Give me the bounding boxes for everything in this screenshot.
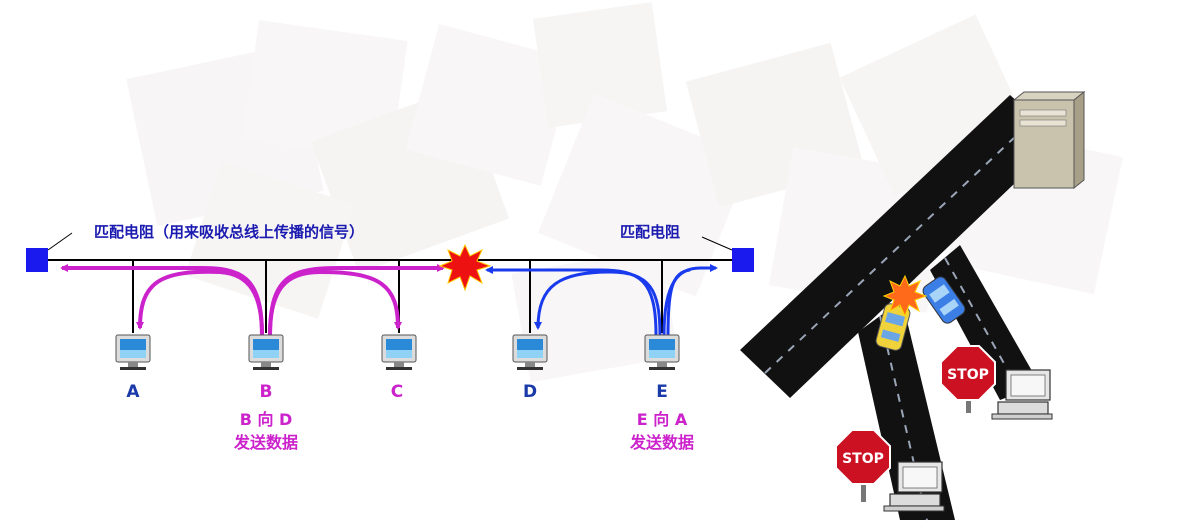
computer-icon xyxy=(644,334,680,371)
station-label-d: D xyxy=(523,382,537,402)
label-leader xyxy=(47,232,73,251)
road-analogy: STOP STOP xyxy=(740,90,1086,521)
car-icon xyxy=(922,276,966,324)
terminator-icon xyxy=(26,248,48,272)
road-dashes xyxy=(764,117,1036,521)
terminator-icon xyxy=(732,248,754,272)
caption-b-line1: B 向 D xyxy=(240,410,293,429)
collision-burst-icon xyxy=(438,243,492,292)
station-label-c: C xyxy=(391,382,403,402)
left-terminator-label: 匹配电阻（用来吸收总线上传播的信号） xyxy=(94,223,364,241)
caption-e-line1: E 向 A xyxy=(637,410,688,429)
station-label-a: A xyxy=(126,382,140,402)
caption-b-line2: 发送数据 xyxy=(233,433,298,452)
stop-sign-text: STOP xyxy=(842,451,884,467)
stop-sign-icon: STOP xyxy=(835,429,891,502)
caption-e-line2: 发送数据 xyxy=(629,433,694,452)
background-pattern xyxy=(126,2,1123,383)
server-icon xyxy=(1012,90,1086,190)
computer-icon xyxy=(248,334,284,371)
stop-sign-icon: STOP xyxy=(940,345,996,413)
label-leader xyxy=(701,236,733,251)
road-branch-right xyxy=(930,245,1040,400)
car-icon xyxy=(875,303,911,351)
computer-icon xyxy=(115,334,151,371)
signal-from-b xyxy=(60,264,445,336)
station-label-b: B xyxy=(260,382,273,402)
bus-network: 匹配电阻（用来吸收总线上传播的信号） 匹配电阻 A xyxy=(26,223,754,452)
computer-icon xyxy=(381,334,417,371)
right-terminator-label: 匹配电阻 xyxy=(620,223,680,241)
stop-sign-text: STOP xyxy=(947,367,989,383)
signal-from-e xyxy=(485,264,718,336)
collision-burst-icon xyxy=(882,274,928,318)
station-label-e: E xyxy=(656,382,668,402)
